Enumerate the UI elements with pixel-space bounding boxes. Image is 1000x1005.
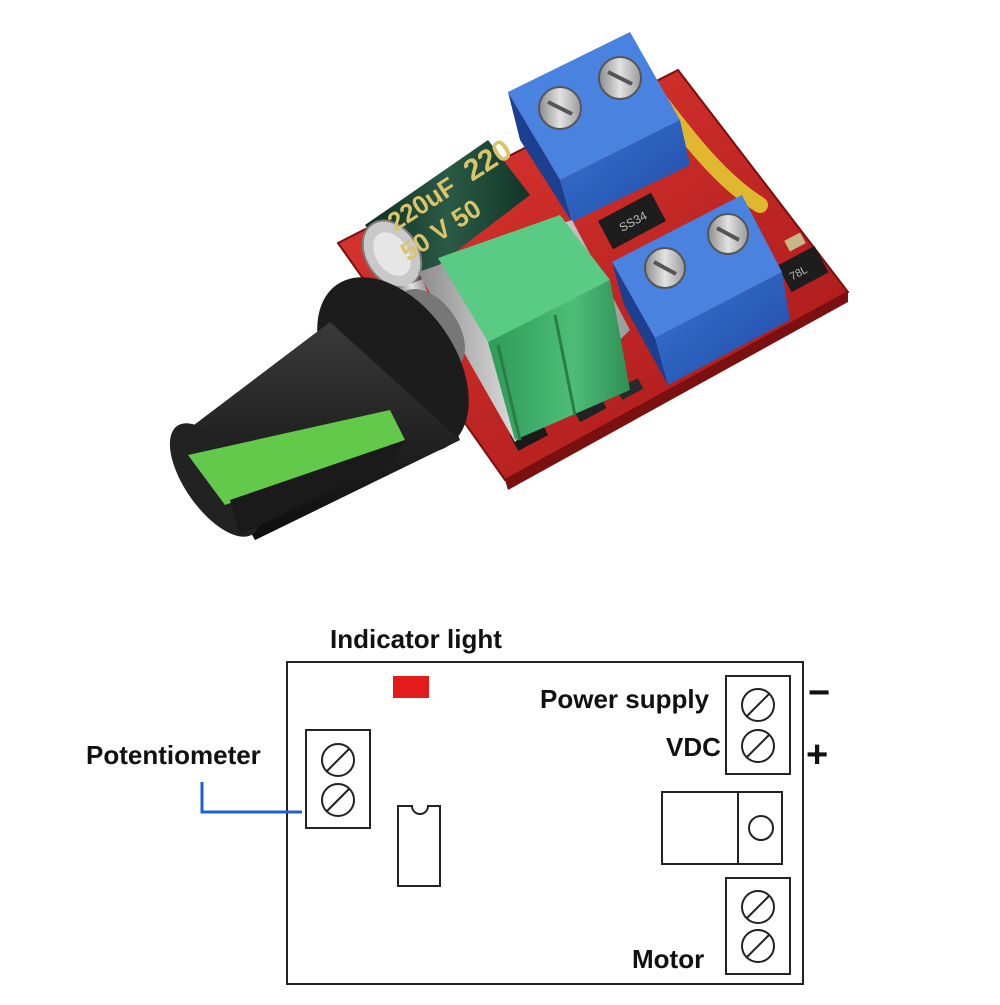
regulator-chip [777,245,829,293]
power-supply-label: Power supply [540,684,710,714]
vdc-label: VDC [666,732,721,762]
capacitor: 220 220uF 50 V 50 [361,133,530,289]
board-outline [286,661,804,985]
smd-cap [784,232,806,252]
motor-terminal-block [612,195,790,385]
pcb-edge [505,292,848,490]
indicator-light [393,676,429,698]
potentiometer-label: Potentiometer [86,740,261,770]
terminal-screw [741,688,775,722]
motor-label: Motor [632,944,705,974]
plus-sign: + [806,734,829,776]
terminal-screw [321,783,355,817]
minus-sign: − [808,672,831,714]
wiring-diagram [200,661,804,985]
terminal-screw [741,929,775,963]
knob-stripe [188,410,405,505]
power-terminal-block [508,32,690,222]
mosfet-chip [598,192,666,250]
potentiometer-terminal [305,729,371,829]
terminal-screw [321,743,355,777]
potentiometer-lead [200,782,302,814]
smd-resistor [616,378,644,400]
ic-chip [397,805,441,887]
terminal-screw [741,890,775,924]
power-terminal [725,675,791,775]
mount-hole [748,815,774,841]
motor-terminal [725,877,791,975]
regulator-component [661,791,783,865]
potentiometer-knob [169,277,469,540]
indicator-light-label: Indicator light [330,624,502,654]
product-photo: SS34 78L 220 220uF [169,32,850,540]
terminal-screw [741,729,775,763]
